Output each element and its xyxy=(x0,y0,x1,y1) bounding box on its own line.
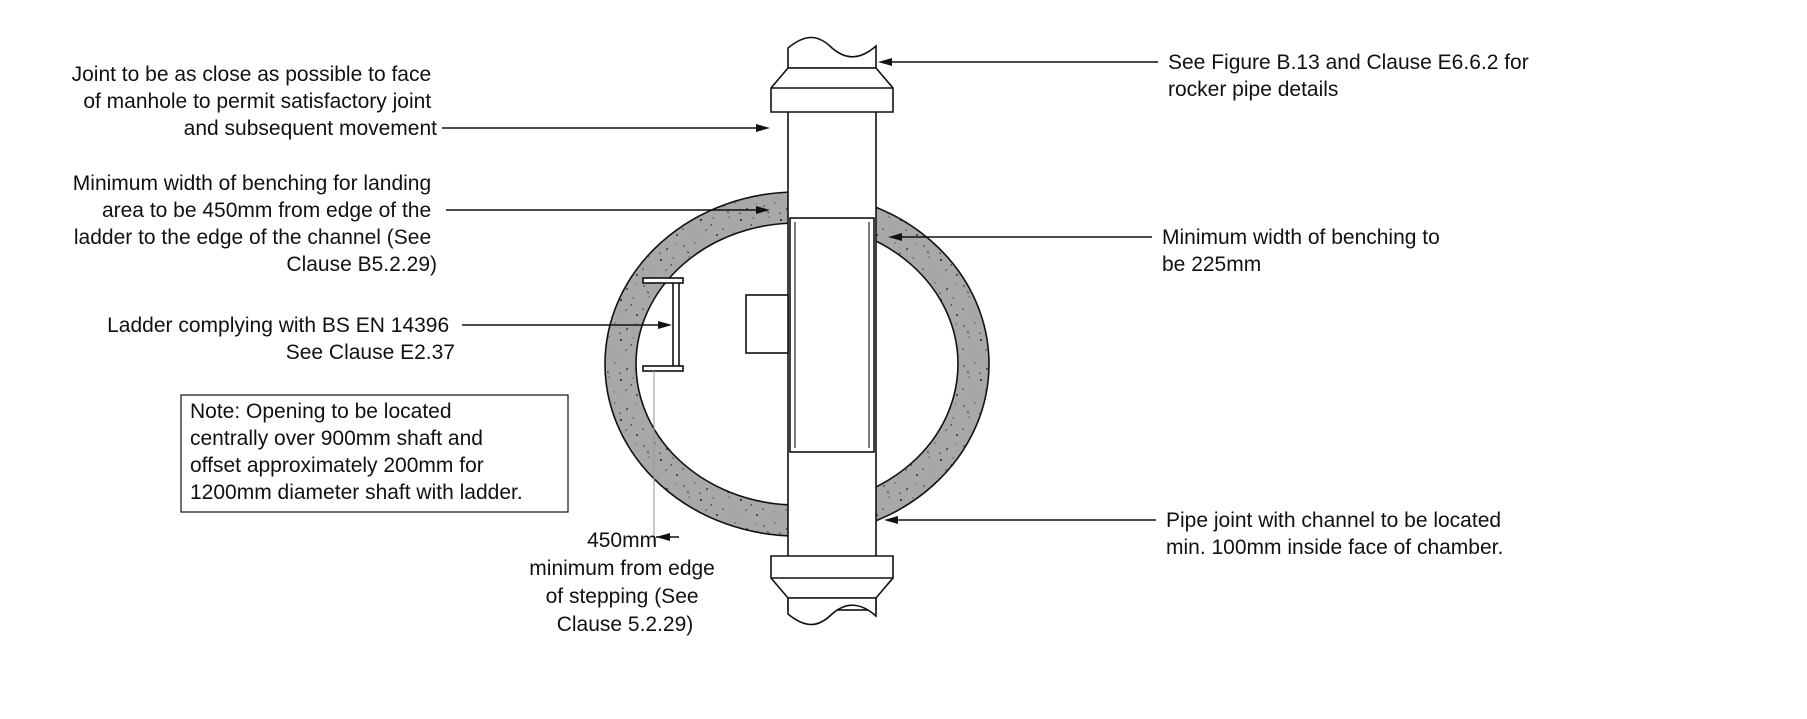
arrowhead xyxy=(756,206,770,214)
arrowhead xyxy=(888,233,902,241)
rocker-pipe-top-end xyxy=(787,36,877,69)
manhole-ring xyxy=(604,191,990,537)
label-benching-min: Minimum width of benching to be 225mm xyxy=(1162,226,1446,276)
label-rocker: See Figure B.13 and Clause E6.6.2 for ro… xyxy=(1168,51,1535,101)
label-joint: Joint to be as close as possible to face… xyxy=(72,63,438,140)
ladder-rung xyxy=(642,277,684,284)
rocker-pipe-bottom-end xyxy=(787,597,877,626)
ladder-rung xyxy=(642,365,684,372)
arrowhead xyxy=(656,533,670,541)
arrowhead xyxy=(878,58,892,66)
label-pipe-joint: Pipe joint with channel to be located mi… xyxy=(1166,509,1507,559)
arrowhead xyxy=(756,124,770,132)
arrowhead xyxy=(658,321,672,329)
label-note: Note: Opening to be located centrally ov… xyxy=(190,400,523,504)
arrowhead xyxy=(884,516,898,524)
label-ladder: Ladder complying with BS EN 14396 See Cl… xyxy=(107,314,455,364)
benching-step xyxy=(745,294,789,354)
label-stepping: 450mm minimum from edge of stepping (See… xyxy=(529,529,720,636)
note-box xyxy=(180,394,569,513)
pipe-body xyxy=(787,95,877,611)
label-benching-landing: Minimum width of benching for landing ar… xyxy=(73,172,437,276)
rocker-pipe-bottom-collar xyxy=(770,555,894,599)
rocker-pipe-top-collar xyxy=(770,67,894,113)
channel xyxy=(789,217,875,453)
